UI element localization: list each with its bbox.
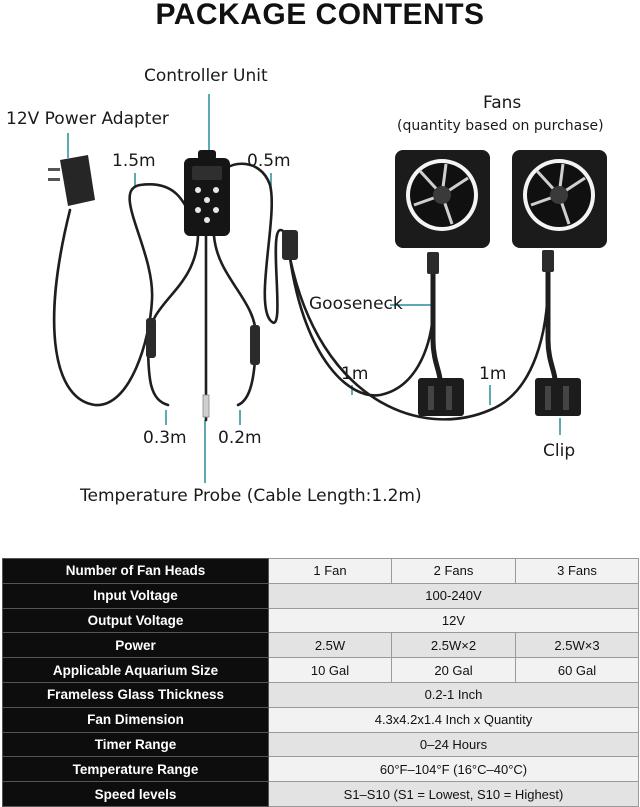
label-length-fan2: 1m: [479, 364, 507, 384]
spec-label: Temperature Range: [2, 756, 269, 783]
spec-value: 12V: [268, 607, 639, 634]
spec-label: Applicable Aquarium Size: [2, 657, 269, 683]
fan-2: [512, 150, 607, 248]
spec-label: Number of Fan Heads: [2, 558, 269, 584]
spec-label: Frameless Glass Thickness: [2, 681, 269, 708]
label-fans: Fans: [483, 93, 522, 113]
fan-1: [395, 150, 490, 248]
label-length-splitter: 0.5m: [247, 151, 291, 171]
spec-value: S1–S10 (S1 = Lowest, S10 = Highest): [268, 781, 639, 807]
power-adapter: [48, 155, 95, 206]
label-length-left: 0.3m: [143, 428, 187, 448]
spec-value: 60°F–104°F (16°C–40°C): [268, 756, 639, 783]
controller-unit: [184, 150, 230, 236]
spec-label: Speed levels: [2, 781, 269, 807]
label-fans-note: (quantity based on purchase): [397, 118, 604, 134]
clip-2: [535, 378, 581, 416]
spec-value: 2 Fans: [391, 558, 516, 584]
spec-label: Timer Range: [2, 731, 269, 758]
spec-value: 0.2-1 Inch: [268, 681, 639, 708]
spec-value: 60 Gal: [515, 657, 639, 683]
spec-label: Input Voltage: [2, 582, 269, 609]
spec-value: 10 Gal: [268, 657, 392, 683]
label-gooseneck: Gooseneck: [309, 294, 403, 314]
label-controller-unit: Controller Unit: [144, 66, 268, 86]
spec-value: 0–24 Hours: [268, 731, 639, 758]
spec-value: 20 Gal: [391, 657, 516, 683]
spec-value: 3 Fans: [515, 558, 639, 584]
spec-label: Fan Dimension: [2, 706, 269, 733]
product-diagram: [48, 94, 607, 483]
label-clip: Clip: [543, 441, 576, 461]
spec-value: 2.5W: [268, 632, 392, 659]
label-power-adapter: 12V Power Adapter: [6, 109, 169, 129]
clip-1: [418, 378, 464, 416]
spec-value: 1 Fan: [268, 558, 392, 584]
spec-value: 100-240V: [268, 582, 639, 609]
label-length-right: 0.2m: [218, 428, 262, 448]
spec-label: Power: [2, 632, 269, 659]
spec-value: 2.5W×3: [515, 632, 639, 659]
spec-value: 2.5W×2: [391, 632, 516, 659]
label-temperature-probe: Temperature Probe (Cable Length:1.2m): [80, 486, 422, 506]
spec-value: 4.3x4.2x1.4 Inch x Quantity: [268, 706, 639, 733]
spec-label: Output Voltage: [2, 607, 269, 634]
label-length-fan1: 1m: [341, 364, 369, 384]
page-title: PACKAGE CONTENTS: [155, 0, 485, 31]
label-length-adapter: 1.5m: [112, 151, 156, 171]
